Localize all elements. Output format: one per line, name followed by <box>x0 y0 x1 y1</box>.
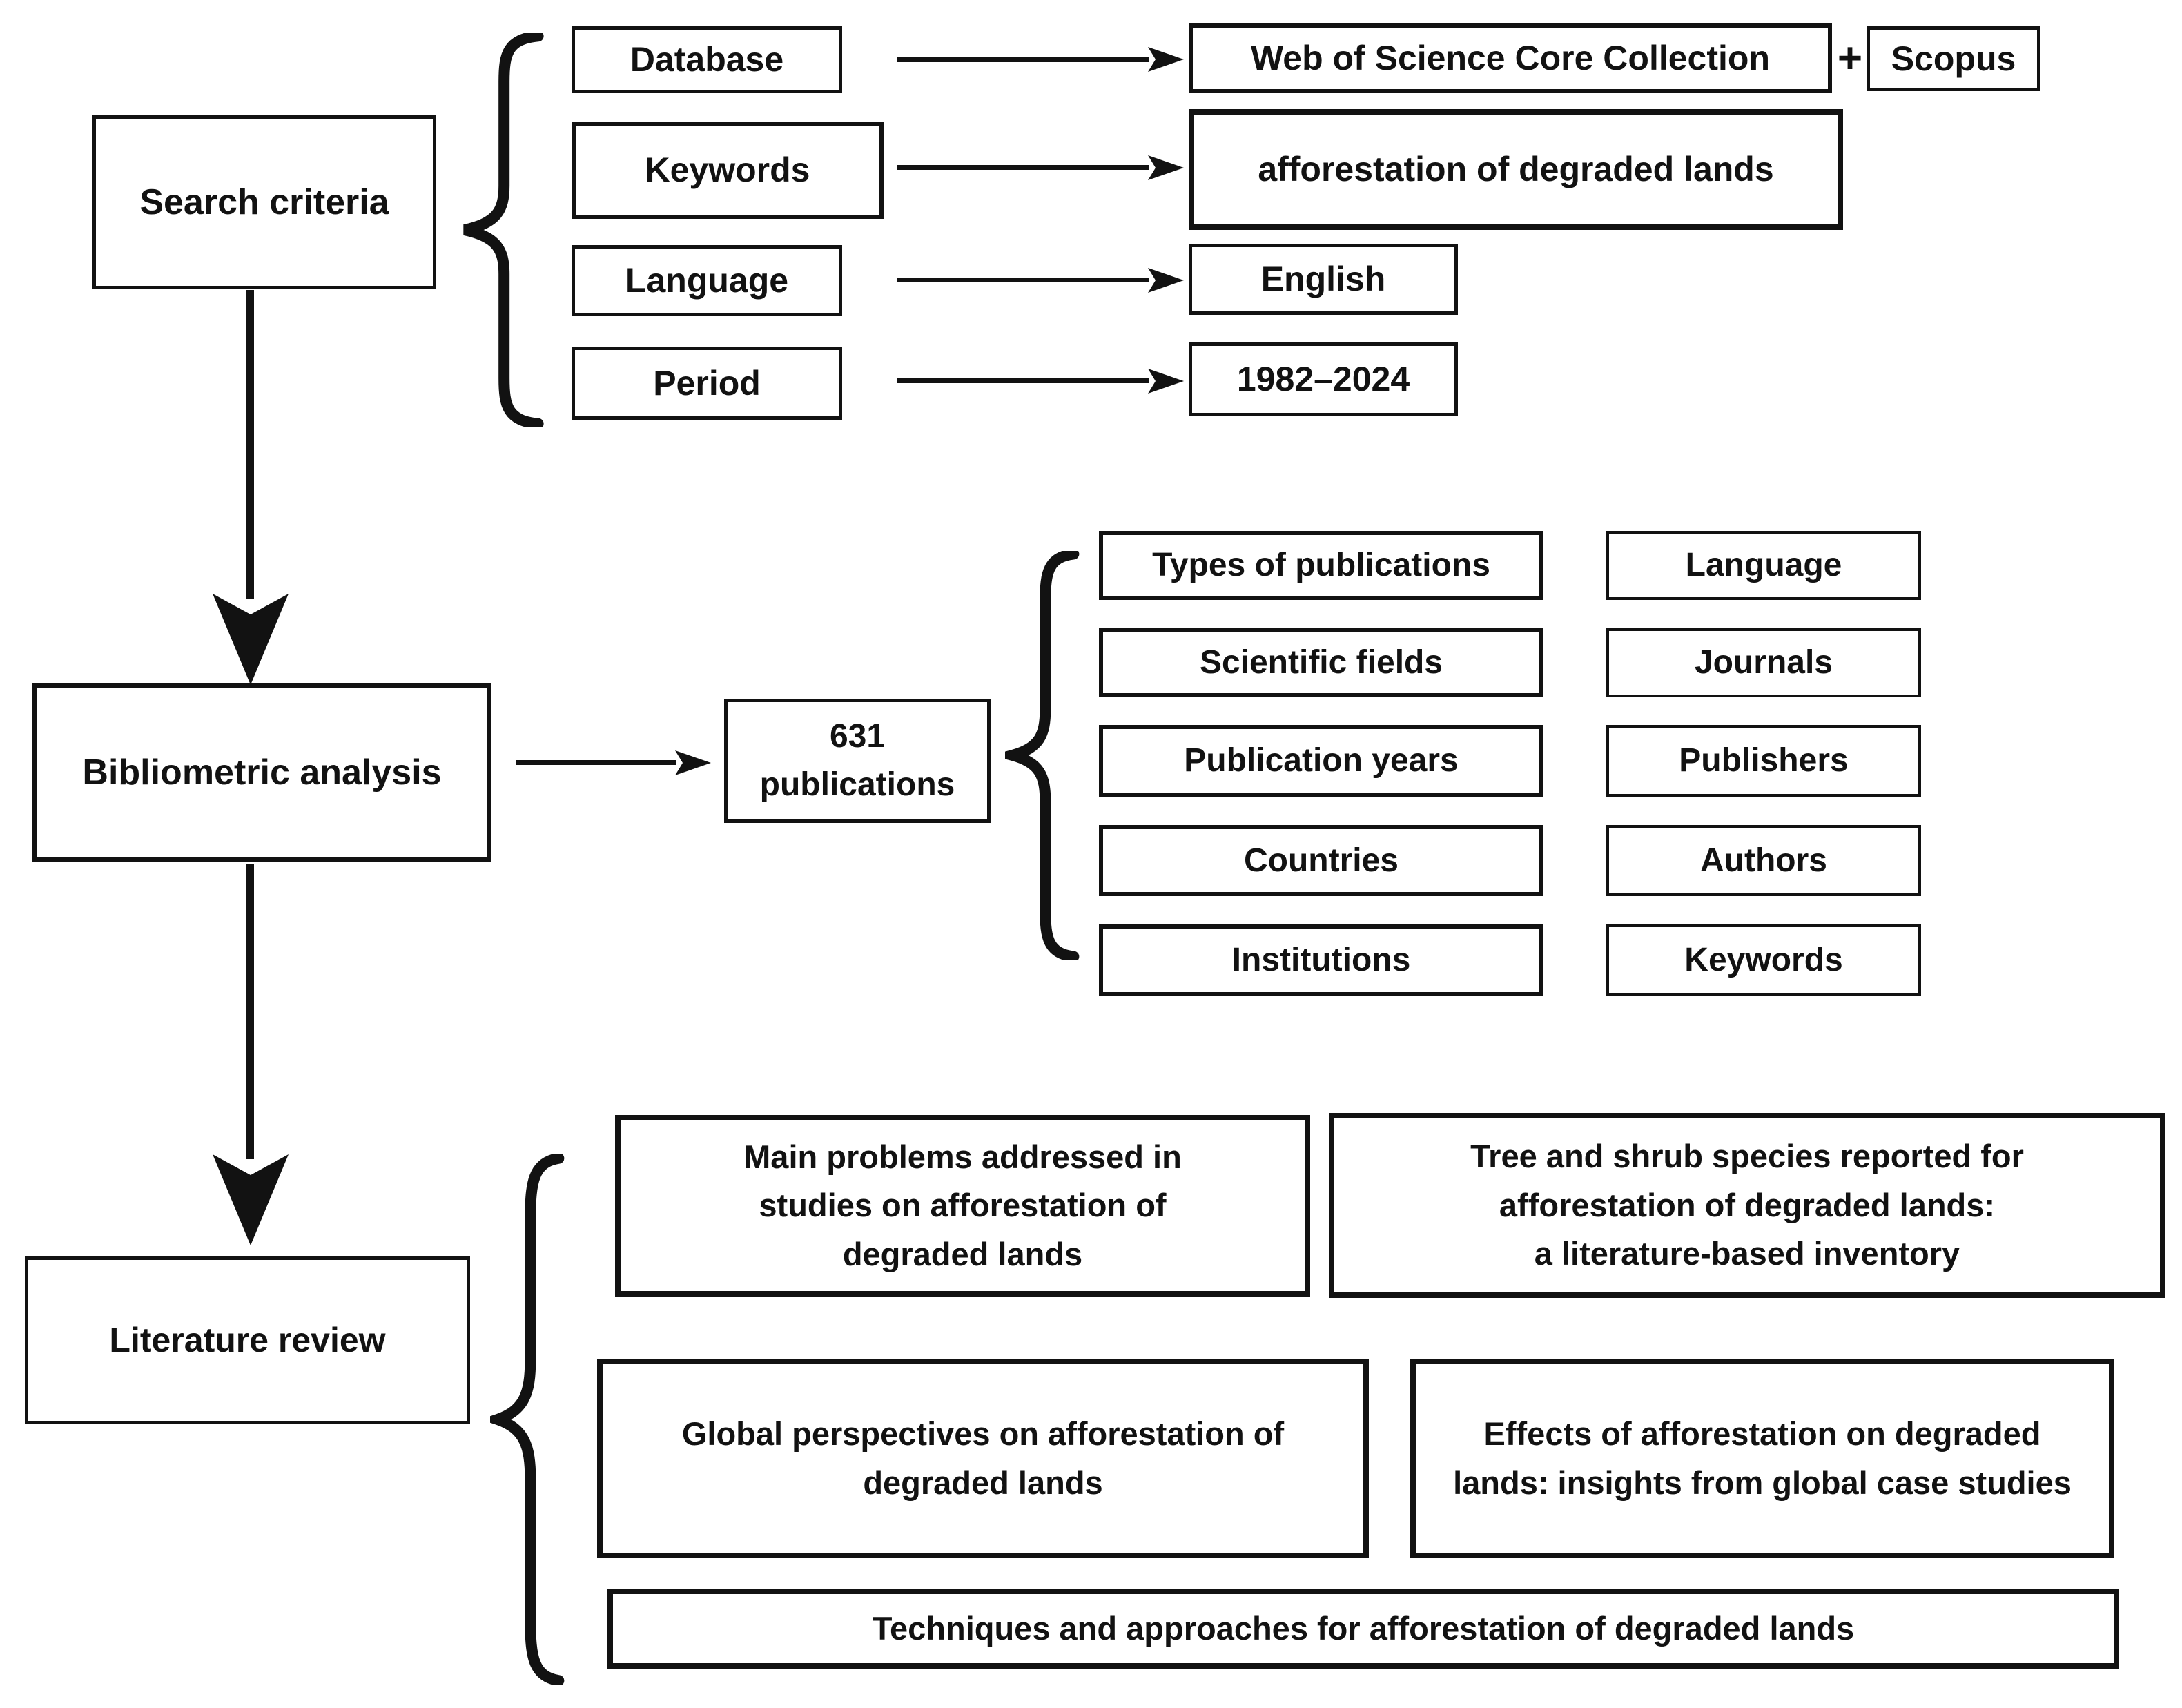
plus-sign: + <box>1837 34 1863 82</box>
topic-effects-box: Effects of afforestation on degraded lan… <box>1410 1359 2114 1558</box>
arrow-head-icon <box>213 594 289 685</box>
aspect-journals-box: Journals <box>1606 628 1921 697</box>
arrow-head-icon <box>1148 47 1184 72</box>
arrow-head-icon <box>1148 369 1184 394</box>
topic-global-perspectives-box: Global perspectives on afforestation of … <box>597 1359 1369 1558</box>
search-criteria-brace <box>456 33 545 427</box>
arrow-shaft <box>897 165 1149 170</box>
arrow-shaft <box>897 57 1149 62</box>
topic-tree-shrub-species-box: Tree and shrub species reported for affo… <box>1329 1113 2165 1298</box>
aspect-keywords-box: Keywords <box>1606 924 1921 996</box>
arrow-head-icon <box>675 750 711 775</box>
publications-count-box: 631 publications <box>724 699 991 823</box>
arrow-head-icon <box>1148 268 1184 293</box>
arrow-shaft <box>897 278 1149 282</box>
value-period-box: 1982–2024 <box>1189 342 1458 416</box>
arrow-head-icon <box>213 1154 289 1245</box>
arrow-head-icon <box>1148 155 1184 180</box>
literature-review-brace <box>490 1154 565 1685</box>
topic-techniques-box: Techniques and approaches for afforestat… <box>607 1589 2119 1669</box>
bibliometric-analysis-box: Bibliometric analysis <box>32 683 491 862</box>
aspect-language-box: Language <box>1606 531 1921 600</box>
arrow-shaft <box>897 378 1149 383</box>
arrow-shaft <box>246 290 254 599</box>
aspect-publishers-box: Publishers <box>1606 725 1921 797</box>
criterion-database-box: Database <box>572 26 842 93</box>
publications-brace <box>1005 551 1080 960</box>
value-keywords-box: afforestation of degraded lands <box>1189 109 1843 230</box>
search-criteria-box: Search criteria <box>92 115 436 289</box>
value-scopus-box: Scopus <box>1867 26 2040 91</box>
aspect-scientific-fields-box: Scientific fields <box>1099 628 1543 697</box>
arrow-shaft <box>246 864 254 1159</box>
criterion-period-box: Period <box>572 347 842 420</box>
aspect-authors-box: Authors <box>1606 825 1921 896</box>
aspect-publication-years-box: Publication years <box>1099 725 1543 797</box>
arrow-shaft <box>516 760 676 765</box>
value-language-box: English <box>1189 244 1458 315</box>
aspect-institutions-box: Institutions <box>1099 924 1543 996</box>
literature-review-box: Literature review <box>25 1256 470 1424</box>
aspect-types-of-publications-box: Types of publications <box>1099 531 1543 600</box>
value-database-box: Web of Science Core Collection <box>1189 23 1832 93</box>
criterion-language-box: Language <box>572 245 842 316</box>
aspect-countries-box: Countries <box>1099 825 1543 896</box>
criterion-keywords-box: Keywords <box>572 122 884 219</box>
topic-main-problems-box: Main problems addressed in studies on af… <box>615 1115 1310 1297</box>
